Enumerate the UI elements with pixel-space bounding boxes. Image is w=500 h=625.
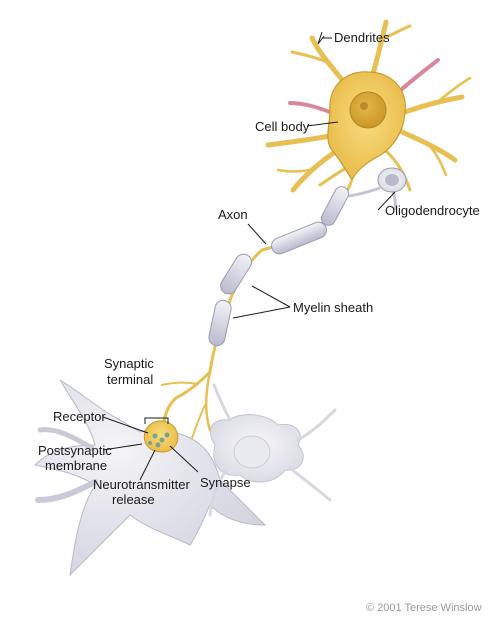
label-myelin-sheath: Myelin sheath: [293, 300, 373, 315]
label-axon: Axon: [218, 207, 248, 222]
myelin-sheath-leader: [232, 285, 291, 319]
dendrites-leader: [317, 31, 332, 45]
postsynaptic-membrane-leader: [102, 443, 143, 451]
myelin-sheath: [208, 186, 350, 347]
label-neurotransmitter-release-line1: Neurotransmitter: [93, 477, 190, 492]
glial-cell: [208, 383, 337, 517]
synaptic-terminal-bracket: [144, 417, 169, 424]
receptor-leader: [102, 416, 149, 434]
label-neurotransmitter-release-line2: release: [112, 492, 155, 507]
cell-body-leader: [306, 121, 339, 127]
cell-body: [327, 71, 406, 182]
label-oligodendrocyte: Oligodendrocyte: [385, 203, 480, 218]
axon-terminals: [161, 370, 212, 439]
leader-lines: [102, 31, 396, 481]
label-synapse: Synapse: [200, 475, 251, 490]
copyright-notice: © 2001 Terese Winslow: [366, 602, 482, 614]
label-synaptic-terminal-line2: terminal: [107, 372, 153, 387]
oligodendrocyte: [347, 167, 407, 211]
label-receptor: Receptor: [53, 409, 106, 424]
axon-leader: [247, 223, 267, 245]
neurotransmitter-release-leader: [139, 449, 156, 481]
label-postsynaptic-membrane-line1: Postsynaptic: [38, 443, 112, 458]
labels: Dendrites Cell body Oligodendrocyte Axon…: [38, 30, 480, 507]
label-dendrites: Dendrites: [334, 30, 390, 45]
synaptic-terminal: [143, 420, 179, 453]
oligodendrocyte-leader: [377, 191, 396, 211]
label-synaptic-terminal-line1: Synaptic: [104, 356, 154, 371]
label-cell-body: Cell body: [255, 119, 310, 134]
label-postsynaptic-membrane-line2: membrane: [45, 458, 107, 473]
synapse-leader: [169, 445, 199, 473]
